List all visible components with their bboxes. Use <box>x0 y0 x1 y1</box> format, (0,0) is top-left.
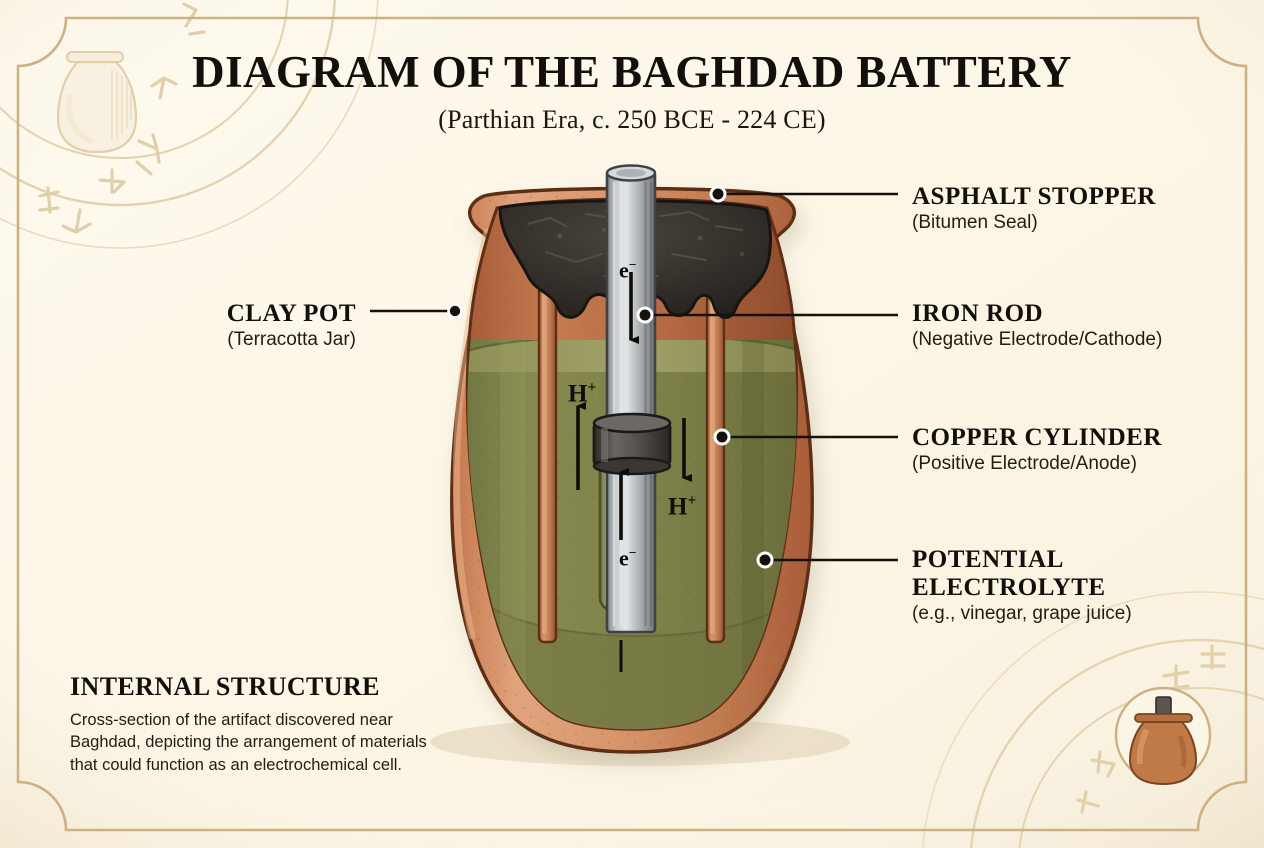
callout-subtitle: (Terracotta Jar) <box>227 329 356 350</box>
ion-symbol: e <box>619 545 629 571</box>
ion-charge: + <box>587 379 597 396</box>
callout-subtitle: (Negative Electrode/Cathode) <box>912 329 1163 350</box>
callout-asphalt-stopper[interactable]: ASPHALT STOPPER (Bitumen Seal) <box>912 183 1156 235</box>
ion-charge: − <box>628 257 637 272</box>
cuneiform-arc-bottom-right <box>922 591 1264 848</box>
artifact-badge <box>1114 686 1212 786</box>
callout-subtitle: (Bitumen Seal) <box>912 212 1038 233</box>
footer-title: INTERNAL STRUCTURE <box>70 672 380 701</box>
ion-symbol: H <box>668 493 688 521</box>
callout-title: POTENTIAL ELECTROLYTE <box>912 546 1106 601</box>
rod-collar <box>592 412 672 476</box>
footer-body: Cross-section of the artifact discovered… <box>70 711 427 774</box>
page-subtitle: (Parthian Era, c. 250 BCE - 224 CE) <box>438 105 826 134</box>
jar-watermark <box>56 51 138 154</box>
iron-rod <box>605 164 657 634</box>
callout-potential-electrolyte[interactable]: POTENTIAL ELECTROLYTE (e.g., vinegar, gr… <box>912 546 1132 626</box>
callout-leader-lines <box>370 185 898 569</box>
callout-title: IRON ROD <box>912 300 1044 327</box>
label-electrolyte-proton-left: H+ <box>568 379 596 408</box>
footer-note: INTERNAL STRUCTURE Cross-section of the … <box>70 672 490 776</box>
decorative-frame <box>16 16 1248 832</box>
page-title: DIAGRAM OF THE BAGHDAD BATTERY <box>192 47 1072 97</box>
callout-title: CLAY POT <box>226 300 356 327</box>
label-electron-lower: e− <box>619 545 637 571</box>
ion-charge: + <box>687 492 697 509</box>
callout-subtitle: (Positive Electrode/Anode) <box>912 453 1137 474</box>
label-electron-upper: e− <box>619 257 637 283</box>
callout-clay-pot[interactable]: CLAY POT (Terracotta Jar) <box>156 300 356 352</box>
ion-charge: − <box>628 545 637 560</box>
ion-symbol: H <box>568 380 588 408</box>
ion-symbol: e <box>619 257 629 283</box>
callout-subtitle: (e.g., vinegar, grape juice) <box>912 603 1132 624</box>
callout-iron-rod[interactable]: IRON ROD (Negative Electrode/Cathode) <box>912 300 1162 352</box>
cuneiform-arc-top-left <box>0 0 379 249</box>
callout-title: COPPER CYLINDER <box>912 424 1162 451</box>
callout-title: ASPHALT STOPPER <box>912 183 1156 210</box>
callout-copper-cylinder[interactable]: COPPER CYLINDER (Positive Electrode/Anod… <box>912 424 1162 476</box>
charge-flow-arrows <box>576 272 692 672</box>
label-electrolyte-proton-right: H+ <box>668 492 696 521</box>
leader-dots <box>447 185 774 569</box>
